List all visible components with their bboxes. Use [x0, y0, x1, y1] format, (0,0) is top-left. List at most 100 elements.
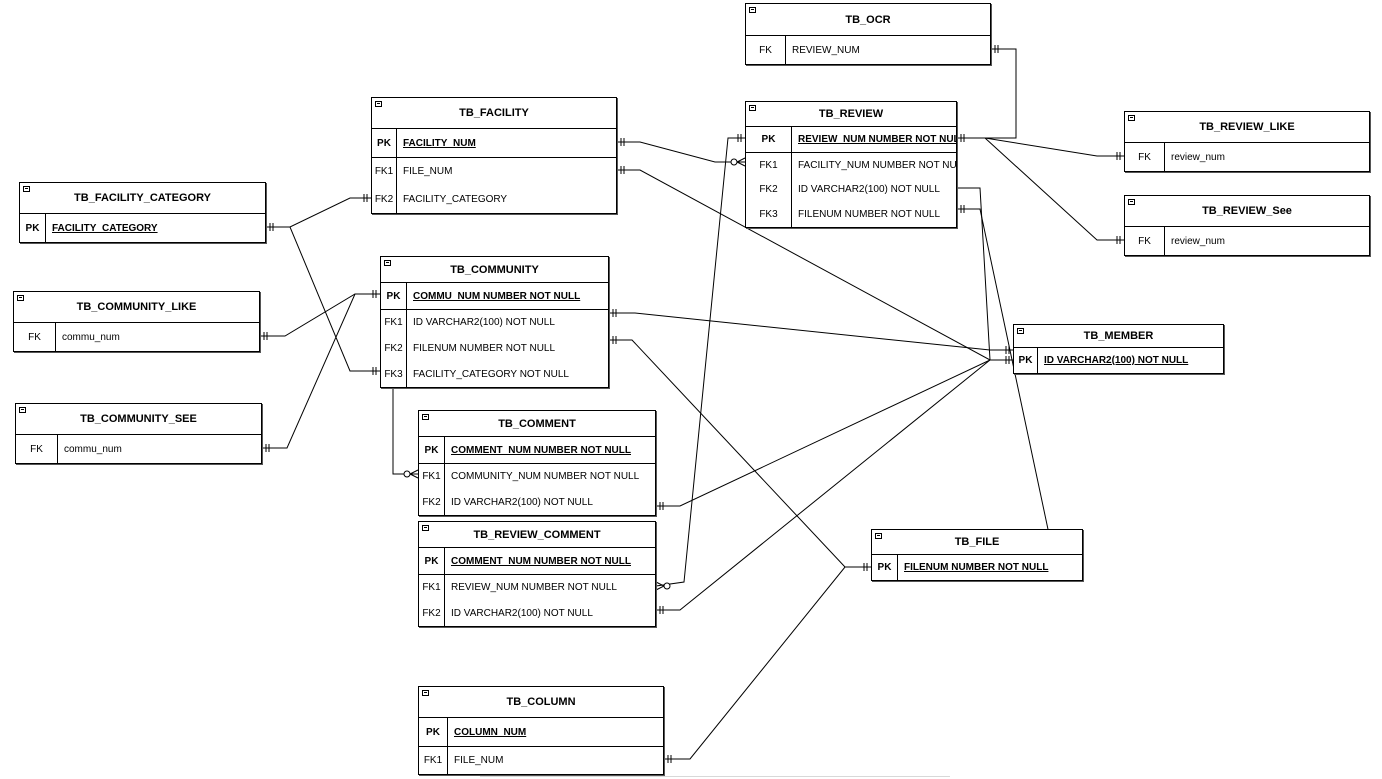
- link-category-facility: [266, 197, 371, 228]
- column-row-fk[interactable]: FK commu_num: [16, 435, 261, 463]
- key-label: PK: [746, 127, 792, 152]
- column-name: commu_num: [64, 443, 122, 455]
- collapse-icon[interactable]: [23, 186, 30, 192]
- key-label: FK: [746, 36, 786, 64]
- column-name: REVIEW_NUM NUMBER NOT NULL: [451, 582, 617, 593]
- table-header[interactable]: TB_REVIEW_LIKE: [1125, 112, 1369, 143]
- collapse-icon[interactable]: [375, 101, 382, 107]
- collapse-icon[interactable]: [749, 7, 756, 13]
- table-header[interactable]: TB_OCR: [746, 4, 990, 36]
- collapse-icon[interactable]: [17, 295, 24, 301]
- column-name: FILENUM NUMBER NOT NULL: [904, 562, 1049, 573]
- collapse-icon[interactable]: [422, 414, 429, 420]
- many-marker: [408, 469, 419, 479]
- table-header[interactable]: TB_FACILITY_CATEGORY: [20, 183, 265, 214]
- key-label: FK2: [419, 489, 445, 515]
- column-name: COMMU_NUM NUMBER NOT NULL: [413, 290, 581, 302]
- table-header[interactable]: TB_COMMENT: [419, 411, 655, 437]
- table-name: TB_OCR: [845, 13, 891, 26]
- many-marker: [735, 157, 746, 167]
- collapse-icon[interactable]: [749, 105, 756, 111]
- link-category-community: [266, 226, 380, 372]
- key-label: PK: [1014, 348, 1038, 373]
- key-label: FK1: [419, 464, 445, 489]
- table-name: TB_REVIEW_See: [1202, 205, 1292, 217]
- collapse-icon[interactable]: [1128, 199, 1135, 205]
- table-header[interactable]: TB_MEMBER: [1014, 325, 1223, 348]
- table-header[interactable]: TB_COMMUNITY_LIKE: [14, 292, 259, 323]
- key-label: PK: [419, 548, 445, 574]
- collapse-icon[interactable]: [1128, 115, 1135, 121]
- key-label: FK1: [381, 310, 407, 335]
- key-label: FK2: [372, 185, 397, 213]
- collapse-icon[interactable]: [1017, 328, 1024, 334]
- table-header[interactable]: TB_COMMUNITY: [381, 257, 608, 283]
- table-header[interactable]: TB_REVIEW: [746, 102, 956, 127]
- table-header[interactable]: TB_COMMUNITY_SEE: [16, 404, 261, 435]
- column-row-fk2[interactable]: FK2 FACILITY_CATEGORY: [372, 185, 616, 213]
- column-name: FACILITY_CATEGORY: [403, 193, 508, 205]
- horizontal-scrollbar[interactable]: [480, 776, 950, 777]
- table-header[interactable]: TB_REVIEW_See: [1125, 196, 1369, 227]
- key-label: FK: [16, 435, 58, 463]
- column-name: FILENUM NUMBER NOT NULL: [798, 209, 941, 220]
- table-header[interactable]: TB_FACILITY: [372, 98, 616, 129]
- link-comment-member: [656, 359, 1013, 507]
- column-name: ID VARCHAR2(100) NOT NULL: [451, 607, 593, 619]
- table-name: TB_REVIEW_COMMENT: [473, 528, 601, 541]
- table-header[interactable]: TB_FILE: [872, 530, 1082, 555]
- table-header[interactable]: TB_COLUMN: [419, 687, 663, 718]
- collapse-icon[interactable]: [19, 407, 26, 413]
- key-label: PK: [419, 437, 445, 463]
- collapse-icon[interactable]: [875, 533, 882, 539]
- key-label: FK: [1125, 143, 1165, 171]
- collapse-icon[interactable]: [422, 690, 429, 696]
- collapse-icon[interactable]: [422, 525, 429, 531]
- table-name: TB_REVIEW_LIKE: [1199, 121, 1295, 133]
- table-name: TB_FACILITY_CATEGORY: [74, 192, 211, 204]
- collapse-icon[interactable]: [384, 260, 391, 266]
- table-header[interactable]: TB_REVIEW_COMMENT: [419, 522, 655, 548]
- column-name: FACILITY_NUM NUMBER NOT NULL: [798, 159, 956, 171]
